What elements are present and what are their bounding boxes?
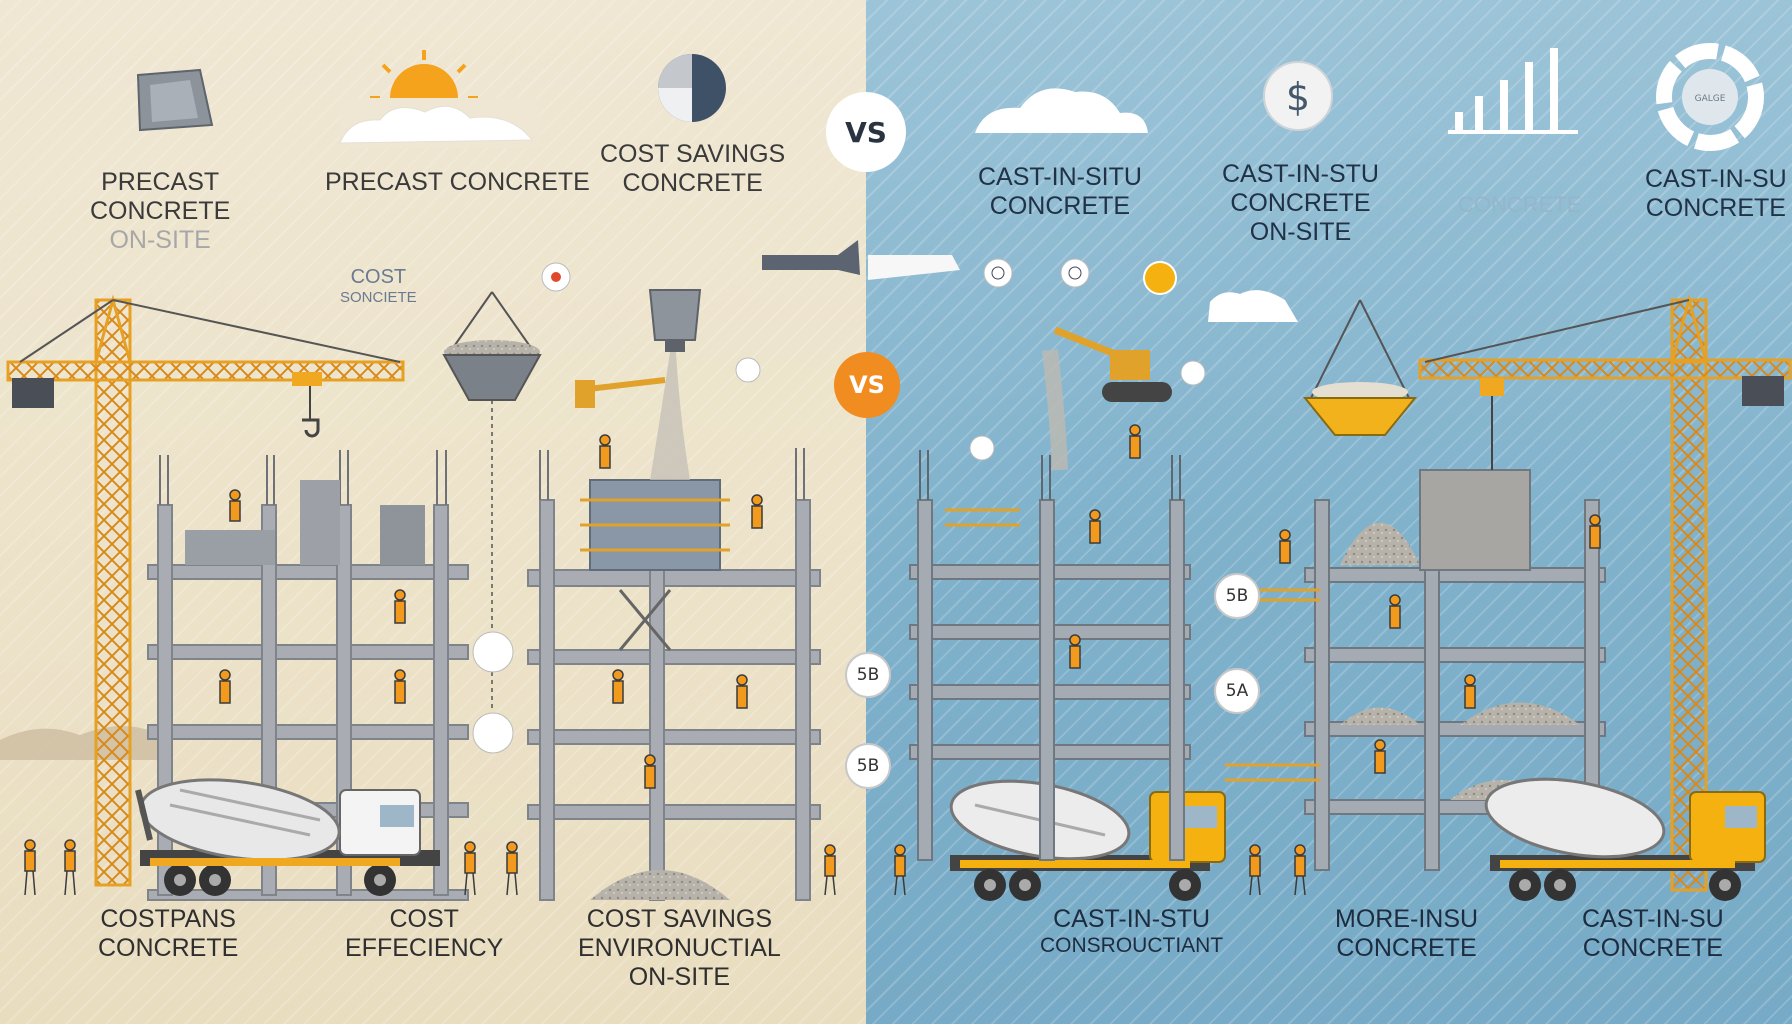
metric-badge-right-2: 5A [1214, 668, 1260, 714]
precast-label-d-line2: SONCIETE [340, 289, 417, 306]
worker [1129, 424, 1141, 459]
cast-in-situ-label-c-line2: CONCRETE [1645, 193, 1786, 222]
precast-label-a-line2: CONCRETE [90, 196, 231, 225]
hills [0, 726, 170, 760]
cast-in-situ-bottom-b-line1: MORE-INSU [1335, 905, 1479, 933]
precast-block-icon [136, 68, 214, 132]
cast-in-situ-bottom-c-line2: CONCRETE [1582, 933, 1723, 962]
cast-in-situ-bottom-b-line2: CONCRETE [1336, 933, 1477, 962]
cast-in-situ-bottom-c: CAST-IN-SU CONCRETE [1582, 905, 1724, 963]
cast-in-situ-bottom-c-line1: CAST-IN-SU [1582, 905, 1724, 933]
cast-in-situ-building-2 [1225, 299, 1606, 871]
concrete-mixer-truck-right-2 [1484, 777, 1766, 901]
precast-label-a-line1: PRECAST [101, 168, 220, 196]
worker [1069, 634, 1081, 669]
cast-in-situ-label-a: CAST-IN-SITU CONCRETE [978, 163, 1142, 221]
worker [1279, 529, 1291, 564]
worker [612, 669, 624, 704]
dollar-icon-glyph: $ [1286, 75, 1310, 119]
worker [1089, 509, 1101, 544]
worker [1249, 844, 1261, 896]
metric-badge-left-2: 5B [845, 743, 891, 789]
tower-crane-right [1418, 294, 1792, 892]
worker [506, 841, 518, 896]
cast-in-situ-label-b: CAST-IN-STU CONCRETE ON-SITE [1222, 160, 1379, 246]
precast-label-d-line1: COST [350, 266, 407, 288]
cast-in-situ-building-1 [909, 326, 1191, 861]
precast-bottom-b-line2: EFFECIENCY [345, 933, 504, 962]
precast-bottom-c-line1: COST SAVINGS [586, 905, 773, 933]
metric-badge-left-1: 5B [845, 652, 891, 698]
concrete-bucket-left [442, 291, 542, 710]
worker [64, 839, 76, 896]
cycle-icon-label: GALGE [1695, 94, 1726, 104]
worker [1374, 739, 1386, 774]
cast-in-situ-label-c: CAST-IN-SU CONCRETE [1645, 165, 1787, 223]
construction-workers [24, 424, 1601, 896]
small-round-icons [472, 258, 1298, 754]
cast-in-situ-label-faint: CONCRETE [1458, 192, 1582, 217]
worker [394, 589, 406, 624]
worker [464, 841, 476, 896]
cycle-chart-icon: GALGE [1656, 43, 1764, 151]
cast-in-situ-label-a-line2: CONCRETE [989, 191, 1131, 220]
precast-label-a-line3: ON-SITE [109, 225, 211, 254]
pie-chart-icon [658, 54, 726, 122]
vs-badge-top: VS [826, 92, 906, 172]
worker [24, 839, 36, 896]
dollar-coin-icon: $ [1263, 61, 1333, 131]
worker [229, 489, 241, 522]
metric-badge-right-1: 5B [1214, 573, 1260, 619]
worker [394, 669, 406, 704]
precast-bottom-b-line1: COST [389, 905, 459, 933]
sun-icon [339, 50, 540, 148]
precast-label-c: COST SAVINGS CONCRETE [600, 140, 785, 198]
vs-badge-middle: VS [834, 352, 900, 418]
tower-crane-left [6, 294, 405, 887]
worker [219, 669, 231, 704]
precast-frame-building-2 [527, 289, 821, 901]
worker [1589, 514, 1601, 549]
bar-chart-icon [1448, 48, 1578, 134]
worker [824, 844, 836, 896]
cast-in-situ-label-b-line3: ON-SITE [1249, 217, 1352, 246]
cast-in-situ-label-c-line1: CAST-IN-SU [1645, 165, 1787, 193]
cast-in-situ-bottom-a-line2: CONSROUCTIANT [1040, 933, 1224, 957]
worker [894, 844, 906, 896]
concrete-mixer-truck-left [135, 778, 440, 896]
cast-in-situ-label-b-line1: CAST-IN-STU [1222, 160, 1379, 188]
worker [1294, 844, 1306, 896]
worker [599, 434, 611, 469]
precast-label-c-line1: COST SAVINGS [600, 140, 786, 168]
worker [1464, 674, 1476, 709]
precast-bottom-c-line2: ENVIRONUCTIAL [578, 933, 781, 962]
precast-label-b: PRECAST CONCRETE [325, 168, 590, 196]
worker [736, 674, 748, 709]
cast-in-situ-label-b-line2: CONCRETE [1230, 188, 1371, 217]
precast-label-a: PRECAST CONCRETE ON-SITE [90, 168, 230, 254]
cast-in-situ-bottom-a: CAST-IN-STU CONSROUCTIANT [1040, 905, 1223, 958]
worker [644, 754, 656, 789]
comparison-arrow-icon [762, 240, 960, 280]
worker [1389, 594, 1401, 629]
precast-bottom-a-line2: CONCRETE [98, 933, 239, 962]
precast-bottom-b: COST EFFECIENCY [345, 905, 503, 963]
precast-label-d: COST SONCIETE [340, 266, 417, 306]
precast-bottom-c-line3: ON-SITE [628, 962, 731, 991]
cast-in-situ-bottom-b: MORE-INSU CONCRETE [1335, 905, 1478, 963]
precast-bottom-c: COST SAVINGS ENVIRONUCTIAL ON-SITE [578, 905, 781, 991]
cast-in-situ-label-a-line1: CAST-IN-SITU [978, 163, 1142, 191]
cloud-icon [975, 88, 1148, 133]
precast-label-c-line2: CONCRETE [622, 168, 763, 197]
precast-bottom-a-line1: COSTPANS [100, 905, 236, 933]
cast-in-situ-bottom-a-line1: CAST-IN-STU [1053, 905, 1211, 933]
precast-bottom-a: COSTPANS CONCRETE [98, 905, 238, 963]
worker [751, 494, 763, 529]
